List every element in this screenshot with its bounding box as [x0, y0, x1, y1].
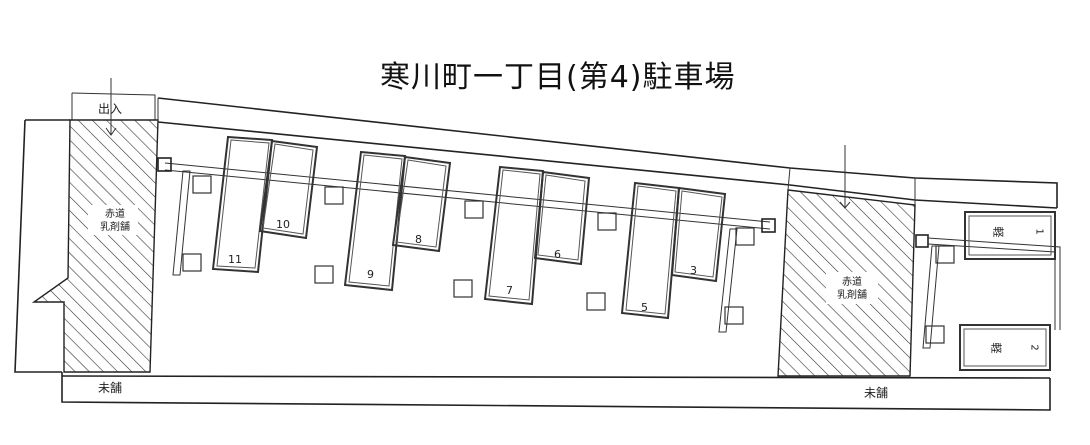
unpaved-left-label: 未舗 — [98, 381, 123, 395]
stall-8[interactable] — [391, 155, 452, 253]
bottom-road — [61, 372, 1051, 411]
fence-line — [157, 157, 1061, 330]
stall-3-number: 3 — [690, 264, 697, 277]
stall-10-number: 10 — [276, 218, 290, 231]
red-road-right — [777, 145, 916, 377]
stall-5-number: 5 — [641, 301, 648, 314]
kei-2-label: 軽 — [989, 342, 1003, 354]
barrier-bars — [172, 170, 940, 349]
entrance-label: 出入 — [98, 102, 123, 116]
stall-7-number: 7 — [506, 284, 513, 297]
red-road-left-label: 赤道 乳剤舗 — [100, 208, 130, 234]
stall-6[interactable] — [533, 170, 591, 266]
stall-7[interactable] — [483, 165, 545, 306]
entrance-arrow-icon — [105, 78, 117, 136]
stall-1[interactable] — [964, 211, 1056, 260]
red-road-left-line2: 乳剤舗 — [100, 222, 130, 233]
stall-3[interactable] — [670, 186, 727, 283]
stall-2-number: 2 — [1028, 344, 1040, 351]
left-boundary — [14, 92, 156, 373]
stall-10[interactable] — [258, 139, 319, 240]
red-road-right-line1: 赤道 — [842, 277, 862, 288]
red-road-left-line1: 赤道 — [105, 209, 125, 220]
kei-1-label: 軽 — [991, 226, 1005, 238]
top-road — [157, 97, 1058, 209]
stall-9[interactable] — [343, 150, 407, 292]
stall-6-number: 6 — [554, 248, 561, 261]
unpaved-right-label: 未舗 — [864, 386, 889, 400]
wheel-stops — [182, 175, 955, 344]
stall-2[interactable] — [959, 324, 1051, 371]
red-road-left — [31, 119, 159, 373]
red-road-right-label: 赤道 乳剤舗 — [835, 276, 869, 302]
stall-11-number: 11 — [228, 253, 242, 266]
stall-9-number: 9 — [367, 268, 374, 281]
stall-1-number: 1 — [1033, 228, 1045, 235]
page-title: 寒川町一丁目(第4)駐車場 — [380, 60, 736, 95]
stall-11[interactable] — [211, 135, 274, 274]
stall-8-number: 8 — [415, 233, 422, 246]
red-road-right-line2: 乳剤舗 — [837, 290, 867, 301]
stall-5[interactable] — [620, 181, 681, 320]
